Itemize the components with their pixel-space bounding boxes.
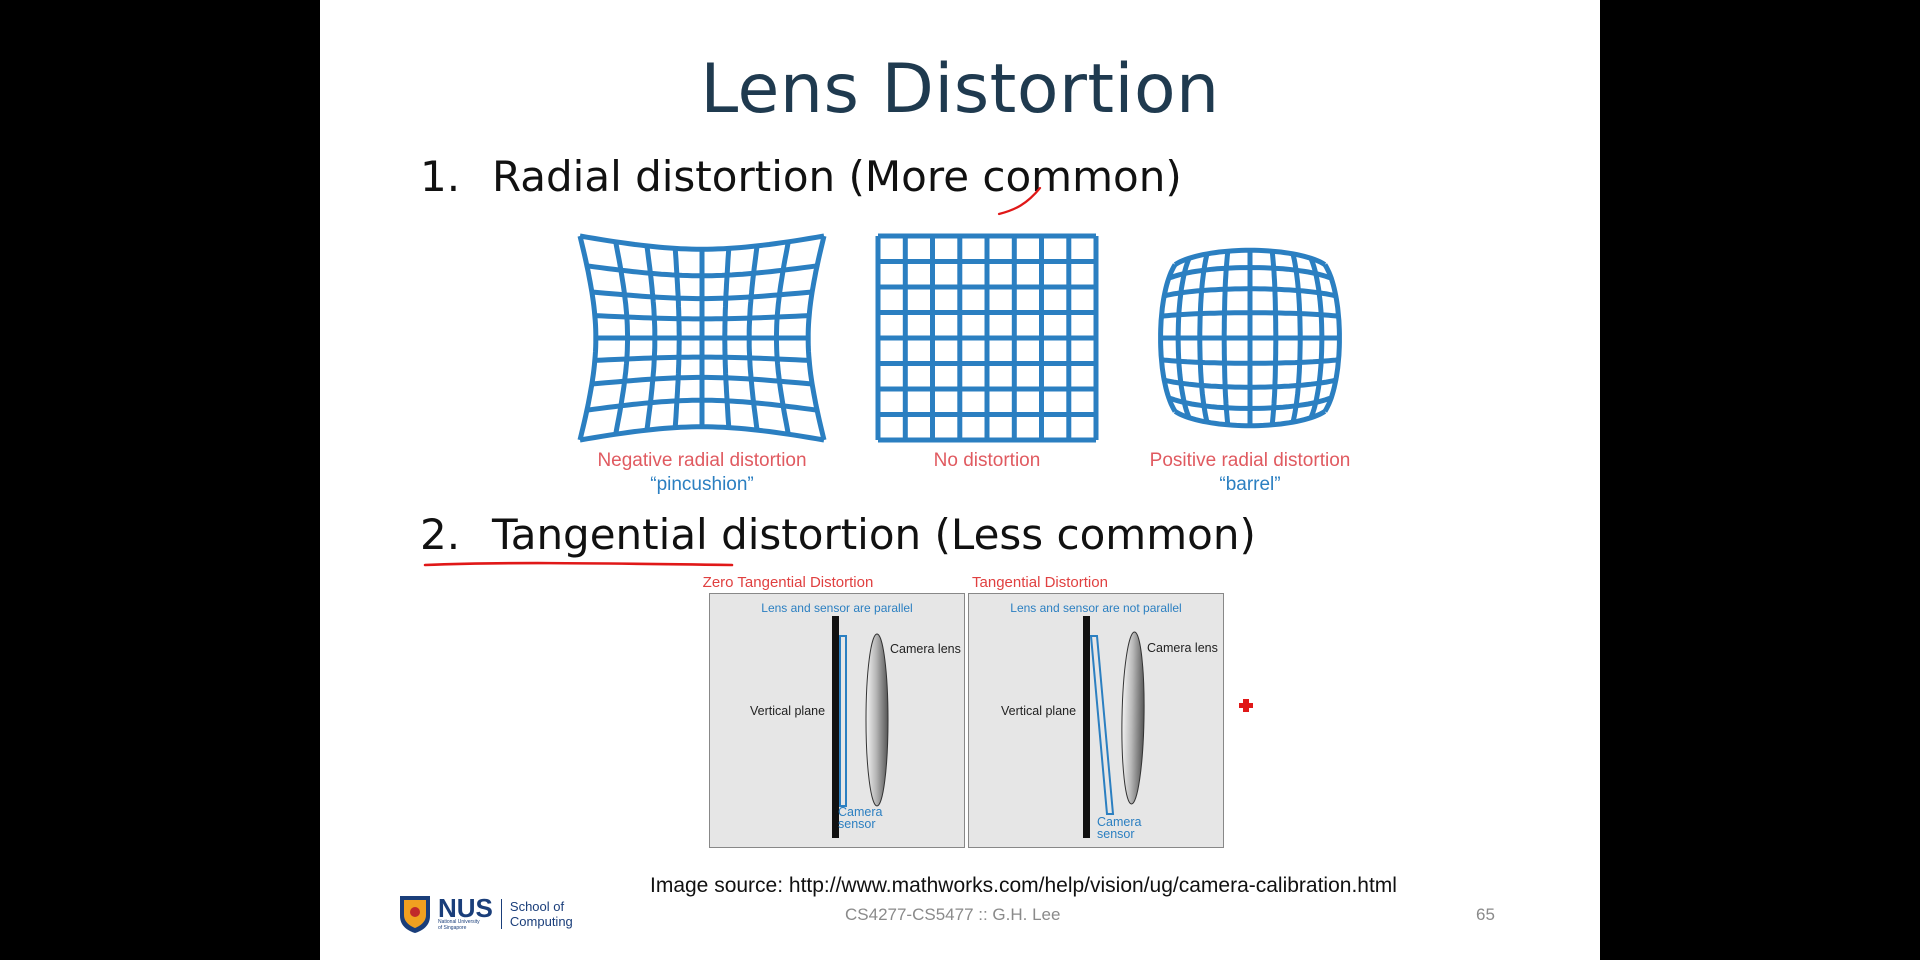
item-number: 1. — [420, 152, 461, 201]
pincushion-subcaption: “pincushion” — [650, 474, 754, 495]
list-item-radial: 1. Radial distortion (More common) — [420, 152, 1182, 201]
tangential-panel: Lens and sensor are not parallel Vertica… — [968, 593, 1224, 848]
pen-checkmark-stroke — [997, 186, 1042, 216]
tilted-lens-diagram — [1083, 616, 1145, 838]
pincushion-horizontal-line — [579, 233, 825, 252]
school-line-2: Computing — [509, 914, 573, 929]
no-distortion-lines — [875, 233, 1099, 443]
nus-crest-icon — [400, 896, 430, 933]
barrel-lines — [1158, 247, 1342, 429]
pointer-cursor-icon — [1239, 699, 1253, 712]
camera-sensor-label: Camera sensor — [1097, 815, 1142, 841]
school-line-1: School of — [509, 899, 565, 914]
vertical-plane-label: Vertical plane — [1001, 704, 1077, 718]
vertical-plane-label: Vertical plane — [750, 704, 826, 718]
no-distortion-caption: No distortion — [933, 450, 1041, 471]
camera-sensor-label: Camera sensor — [838, 805, 883, 831]
barrel-caption: Positive radial distortion — [1149, 450, 1351, 471]
barrel-subcaption: “barrel” — [1219, 474, 1281, 495]
barrel-vertical-line — [1308, 257, 1325, 419]
nus-subtext: National University of Singapore — [438, 919, 480, 931]
camera-lens — [1121, 631, 1145, 805]
panel-subtitle: Lens and sensor are parallel — [761, 601, 913, 615]
camera-sensor — [839, 635, 847, 807]
pincushion-horizontal-line — [591, 374, 813, 387]
zero-tangential-title: Zero Tangential Distortion — [702, 574, 874, 591]
pincushion-grid-figure — [577, 233, 827, 443]
pincushion-vertical-line — [722, 248, 732, 428]
barrel-grid-figure — [1158, 247, 1342, 429]
pen-underline-stroke — [423, 561, 734, 567]
barrel-vertical-line — [1322, 263, 1342, 413]
item-text: Radial distortion (More common) — [492, 152, 1182, 201]
list-item-tangential: 2. Tangential distortion (Less common) — [420, 510, 1256, 559]
panel-subtitle: Lens and sensor are not parallel — [1010, 601, 1182, 615]
pincushion-vertical-line — [746, 245, 760, 431]
parallel-lens-diagram — [832, 616, 889, 838]
pincushion-vertical-line — [805, 235, 827, 441]
barrel-horizontal-line — [1167, 395, 1333, 412]
barrel-horizontal-line — [1163, 377, 1337, 390]
barrel-horizontal-line — [1173, 409, 1327, 429]
barrel-vertical-line — [1269, 250, 1279, 426]
pincushion-caption: Negative radial distortion — [597, 450, 807, 471]
camera-lens-label: Camera lens — [890, 642, 961, 656]
item-text: Tangential distortion (Less common) — [492, 510, 1256, 559]
nus-logo: NUS National University of Singapore Sch… — [398, 892, 573, 936]
footer-course: CS4277-CS5477 :: G.H. Lee — [845, 905, 1061, 924]
pincushion-vertical-line — [773, 241, 791, 435]
camera-sensor — [1089, 635, 1115, 815]
camera-lens — [865, 633, 889, 807]
item-number: 2. — [420, 510, 461, 559]
slide-title: Lens Distortion — [700, 50, 1220, 129]
pincushion-horizontal-line — [586, 397, 818, 413]
page-number: 65 — [1476, 905, 1495, 924]
pen-annotations — [423, 186, 1253, 712]
zero-tangential-panel: Lens and sensor are parallel Vertical pl… — [709, 593, 965, 848]
slide: Lens Distortion 1. Radial distortion (Mor… — [320, 0, 1600, 960]
pincushion-lines — [577, 233, 827, 443]
pincushion-vertical-line — [577, 235, 599, 441]
pincushion-horizontal-line — [579, 424, 825, 443]
school-name: School of Computing — [500, 899, 573, 929]
nus-name: NUS — [438, 893, 493, 923]
barrel-horizontal-line — [1161, 357, 1339, 366]
image-source-text: Image source: http://www.mathworks.com/h… — [650, 874, 1397, 897]
barrel-vertical-line — [1290, 253, 1303, 423]
no-distortion-grid-figure — [875, 233, 1099, 443]
camera-lens-label: Camera lens — [1147, 641, 1218, 655]
vertical-plane — [1083, 616, 1090, 838]
nus-wordmark: NUS National University of Singapore — [438, 893, 493, 931]
pincushion-horizontal-line — [594, 354, 810, 363]
vertical-plane — [832, 616, 839, 838]
barrel-vertical-line — [1158, 263, 1178, 413]
tangential-title: Tangential Distortion — [972, 574, 1108, 591]
